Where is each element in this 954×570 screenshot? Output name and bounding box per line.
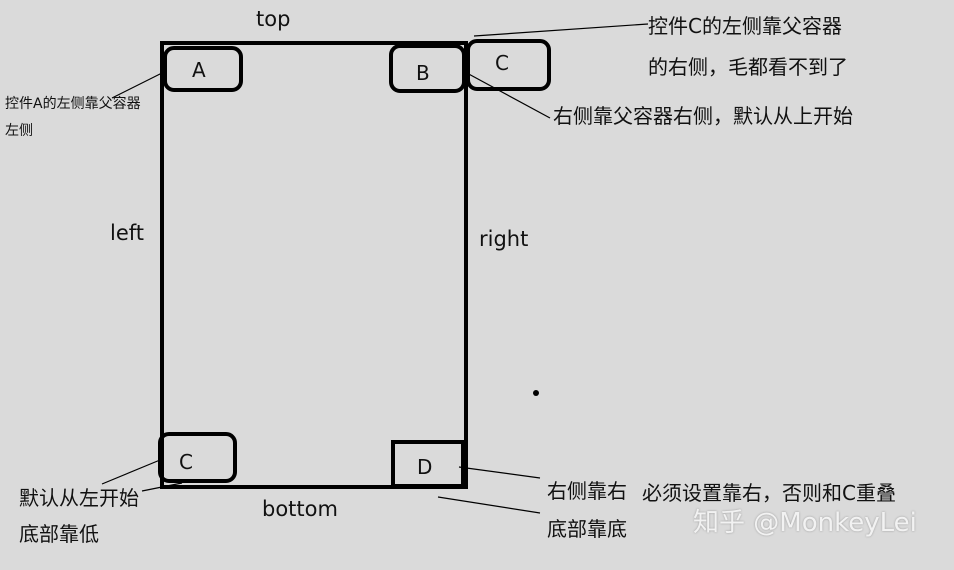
box-d-label: D	[417, 455, 433, 479]
note-d-line1: 右侧靠右	[547, 479, 627, 503]
leader-line-d-1	[458, 466, 541, 479]
note-c-line2: 的右侧，毛都看不到了	[648, 55, 848, 79]
parent-container	[160, 41, 468, 489]
note-c-line1: 控件C的左侧靠父容器	[648, 14, 842, 38]
note-d-extra: 必须设置靠右，否则和C重叠	[642, 481, 896, 505]
box-c-outside-label: C	[495, 51, 509, 75]
note-c-bottom-line2: 底部靠低	[19, 522, 99, 546]
box-b	[389, 44, 466, 93]
top-label: top	[256, 7, 291, 31]
note-c-bottom-line1: 默认从左开始	[19, 486, 139, 510]
box-b-label: B	[416, 61, 430, 85]
box-c-bottom-label: C	[179, 450, 193, 474]
box-a-label: A	[192, 58, 206, 82]
right-label: right	[479, 227, 529, 251]
note-b: 右侧靠父容器右侧，默认从上开始	[553, 104, 853, 128]
leader-line-c-bottom-1	[101, 459, 161, 485]
box-d	[391, 440, 465, 488]
bottom-label: bottom	[262, 497, 338, 521]
stray-dot	[533, 390, 539, 396]
watermark-text: 知乎 @MonkeyLei	[693, 508, 917, 538]
box-c-outside	[466, 39, 551, 91]
note-a-line2: 左侧	[5, 123, 33, 139]
leader-line-a	[111, 71, 165, 99]
box-a	[163, 46, 243, 92]
leader-line-b	[464, 71, 551, 119]
leader-line-c	[473, 23, 649, 37]
note-a-line1: 控件A的左侧靠父容器	[5, 96, 141, 112]
leader-line-d-2	[437, 496, 541, 514]
note-d-line2: 底部靠底	[547, 517, 627, 541]
leader-line-c-bottom-2	[141, 482, 183, 492]
left-label: left	[110, 221, 145, 245]
box-c-bottom	[158, 432, 237, 483]
